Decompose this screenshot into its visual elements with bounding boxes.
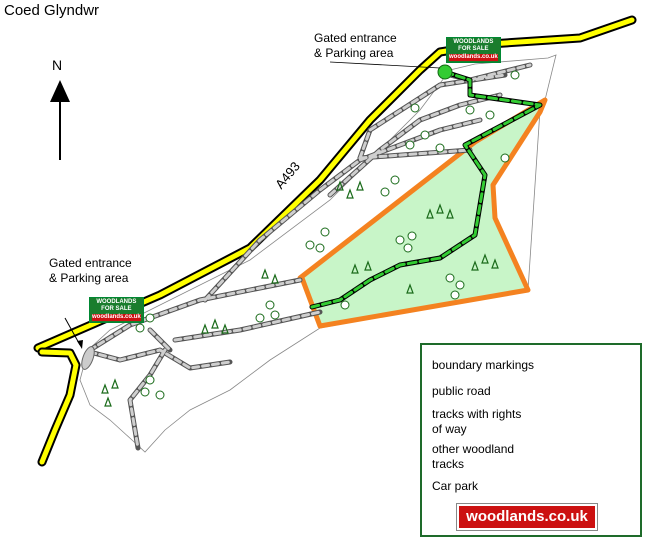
map-title: Coed Glyndwr <box>4 2 100 19</box>
sale-sign-top: WOODLANDS FOR SALE woodlands.co.uk <box>446 37 501 63</box>
sale-sign-top-url: woodlands.co.uk <box>449 54 498 61</box>
legend-rights-line1: tracks with rights <box>432 407 522 421</box>
legend-road: public road <box>432 384 491 398</box>
car-park-marker <box>437 64 453 80</box>
entrance-left-line2: & Parking area <box>49 271 129 285</box>
sale-sign-left-url: woodlands.co.uk <box>92 314 141 321</box>
north-arrow-icon <box>50 80 70 160</box>
legend-boundary: boundary markings <box>432 358 535 372</box>
sale-sign-top-line1: WOODLANDS <box>453 39 494 45</box>
north-label: N <box>52 57 63 73</box>
entrance-left-label: Gated entrance & Parking area <box>49 256 132 286</box>
legend-car-park: Car park <box>432 479 479 493</box>
legend-other-line1: other woodland <box>432 442 515 456</box>
entrance-top-label: Gated entrance & Parking area <box>314 31 397 61</box>
legend-rights-line2: of way <box>432 422 467 436</box>
entrance-left-line1: Gated entrance <box>49 256 132 270</box>
conifer-symbols <box>101 180 499 407</box>
entrance-top-line1: Gated entrance <box>314 31 397 45</box>
sale-sign-left: WOODLANDS FOR SALE woodlands.co.uk <box>89 297 144 323</box>
sale-sign-top-line2: FOR SALE <box>458 46 489 52</box>
sale-sign-left-line2: FOR SALE <box>101 306 132 312</box>
sale-sign-left-line1: WOODLANDS <box>96 299 137 305</box>
rights-of-way-tracks <box>309 69 543 310</box>
boundary-plot <box>297 97 548 329</box>
brand-logo[interactable]: woodlands.co.uk <box>456 503 598 531</box>
legend-other-line2: tracks <box>432 457 465 471</box>
entrance-top-line2: & Parking area <box>314 46 394 60</box>
legend-rights: tracks with rights of way <box>432 407 521 437</box>
tree-symbols <box>135 70 520 400</box>
legend-other: other woodland tracks <box>432 442 514 472</box>
gate-left <box>81 346 95 370</box>
